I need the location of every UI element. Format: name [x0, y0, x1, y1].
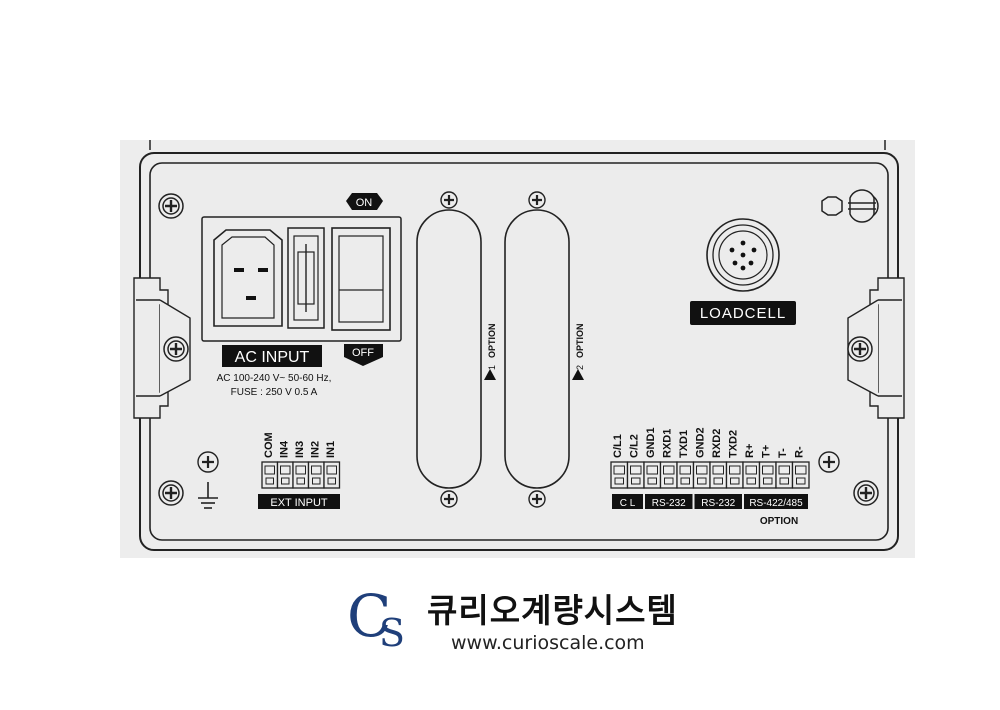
- company-url[interactable]: www.curioscale.com: [451, 632, 645, 654]
- on-label: ON: [356, 197, 373, 209]
- fuse-holder-icon: [287, 227, 325, 329]
- ext-terminal-slot: [323, 461, 341, 489]
- serial-pin-label: C/L1: [612, 434, 624, 458]
- serial-terminal-slot: [775, 461, 794, 489]
- serial-pin-label: GND2: [695, 427, 707, 458]
- serial-terminal-slot: [791, 461, 810, 489]
- loadcell-connector-icon: [706, 218, 780, 292]
- option-slot-2: OPTION 2: [504, 191, 585, 508]
- serial-pin-label: R+: [744, 444, 756, 458]
- serial-pin-label: RXD2: [711, 429, 723, 458]
- ground-icon: [198, 482, 218, 509]
- serial-terminal-slot: [659, 461, 678, 489]
- ext-terminal-slot: [292, 461, 310, 489]
- serial-group-label: RS-232: [701, 498, 735, 509]
- serial-pin-label: RXD1: [662, 429, 674, 458]
- screw-bottom-left-icon: [158, 480, 184, 506]
- option2-number: 2: [575, 365, 585, 370]
- on-label-badge: ON: [346, 193, 383, 210]
- loadcell-badge: [690, 301, 796, 325]
- serial-group-label: RS-232: [652, 498, 686, 509]
- serial-terminal-slot: [676, 461, 695, 489]
- serial-pin-label: TXD2: [728, 430, 740, 458]
- ac-spec-line1: AC 100-240 V~ 50-60 Hz,: [217, 373, 332, 384]
- serial-side-screw-icon: [818, 451, 840, 473]
- screw-mid-left-icon: [163, 336, 189, 362]
- option2-label: OPTION: [575, 323, 585, 358]
- serial-group-label: RS-422/485: [749, 498, 803, 509]
- serial-group-badges: C L RS-232 RS-232 RS-422/485: [612, 494, 808, 509]
- serial-pin-label: R-: [794, 446, 806, 458]
- ext-pin-label: IN4: [279, 440, 291, 458]
- option1-bottom-screw-icon: [440, 490, 458, 508]
- serial-group-badge: [694, 494, 742, 509]
- serial-terminal: [610, 461, 810, 489]
- power-socket-icon: [213, 229, 283, 327]
- serial-group-label: C L: [620, 498, 636, 509]
- serial-pin-label: GND1: [645, 427, 657, 458]
- loadcell-label: LOADCELL: [700, 305, 786, 322]
- ext-pin-label: IN3: [294, 441, 306, 458]
- option2-warning-icon: [572, 369, 584, 380]
- ext-terminal-slot: [261, 461, 279, 489]
- option1-top-screw-icon: [440, 191, 458, 209]
- ext-terminal-slot: [307, 461, 325, 489]
- brand-footer: C S 큐리오계량시스템 www.curioscale.com: [345, 584, 765, 664]
- screw-top-left-icon: [158, 193, 184, 219]
- curio-logo-icon: C S: [347, 584, 405, 655]
- option1-label: OPTION: [487, 323, 497, 358]
- ext-input-badge: [258, 494, 340, 509]
- serial-terminal-slot: [709, 461, 728, 489]
- serial-pin-label: T-: [777, 448, 789, 458]
- serial-terminal-slot: [758, 461, 777, 489]
- cap-bolt-icon: [848, 189, 876, 223]
- ext-pin-label: IN2: [310, 441, 322, 458]
- ext-input-terminal: [261, 461, 341, 489]
- serial-group-badge: [645, 494, 693, 509]
- serial-terminal-slot: [643, 461, 662, 489]
- serial-terminal-slot: [626, 461, 645, 489]
- serial-group-badge: [612, 494, 643, 509]
- off-label-badge: OFF: [344, 344, 383, 366]
- serial-pin-label: C/L2: [629, 434, 641, 458]
- option1-warning-icon: [484, 369, 496, 380]
- serial-pin-label: TXD1: [678, 430, 690, 458]
- left-bracket: [133, 277, 191, 419]
- logo-c: C: [347, 584, 391, 650]
- option2-bottom-screw-icon: [528, 490, 546, 508]
- option-slot-1: OPTION 1: [416, 191, 497, 508]
- ext-pin-label: IN1: [325, 441, 337, 458]
- ac-spec-line2: FUSE : 250 V 0.5 A: [231, 387, 318, 398]
- option1-number: 1: [487, 365, 497, 370]
- option2-top-screw-icon: [528, 191, 546, 209]
- logo-s: S: [379, 611, 405, 655]
- screw-mid-right-icon: [847, 336, 873, 362]
- serial-group-badge: [744, 494, 808, 509]
- ext-terminal-slot: [276, 461, 294, 489]
- hex-nut-icon: [821, 196, 843, 216]
- ext-pin-label: COM: [263, 432, 275, 458]
- serial-pin-label: T+: [761, 445, 773, 458]
- serial-terminal-slot: [692, 461, 711, 489]
- serial-terminal-slot: [725, 461, 744, 489]
- company-name: 큐리오계량시스템: [427, 591, 678, 630]
- option-caption: OPTION: [760, 516, 798, 527]
- ac-input-badge: [222, 345, 322, 367]
- ground-screw-icon: [197, 451, 219, 473]
- ext-input-label: EXT INPUT: [270, 497, 328, 509]
- off-label: OFF: [352, 347, 374, 359]
- screw-bottom-right-icon: [853, 480, 879, 506]
- serial-terminal-slot: [742, 461, 761, 489]
- ac-input-label: AC INPUT: [235, 349, 310, 366]
- power-switch[interactable]: [331, 227, 391, 331]
- serial-terminal-slot: [610, 461, 629, 489]
